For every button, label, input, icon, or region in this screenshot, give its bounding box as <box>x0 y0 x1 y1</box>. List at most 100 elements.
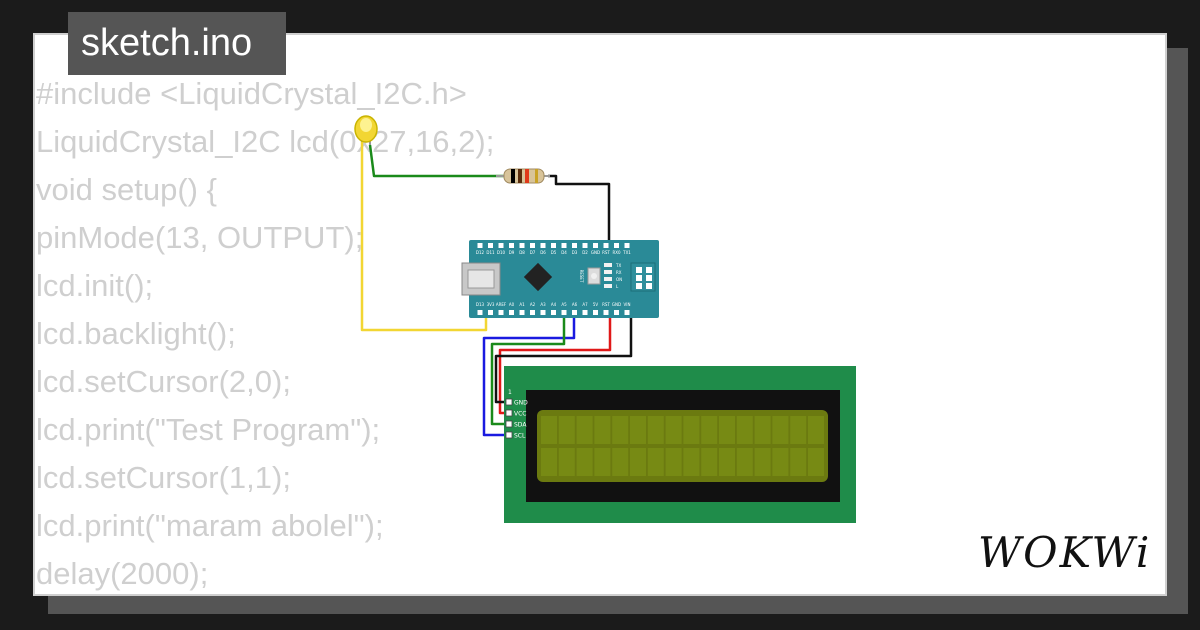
status-led-icon <box>604 284 612 288</box>
pin-label: RST <box>602 250 610 255</box>
pin-hole[interactable] <box>519 310 525 315</box>
pin-label: D7 <box>530 250 536 255</box>
code-line: lcd.setCursor(1,1); <box>36 460 291 495</box>
lcd-char-cell <box>576 448 593 476</box>
status-led-label: ON <box>616 277 622 282</box>
lcd-pin-label: SDA <box>514 422 527 429</box>
lcd-pin[interactable] <box>505 420 513 428</box>
pin-hole[interactable] <box>582 310 588 315</box>
pin-hole[interactable] <box>624 310 630 315</box>
code-line: lcd.print("maram abolel"); <box>36 508 384 543</box>
pin-hole[interactable] <box>477 243 483 248</box>
reset-button[interactable] <box>587 267 601 285</box>
pin-hole[interactable] <box>509 310 514 315</box>
lcd-pin[interactable] <box>505 398 513 406</box>
lcd-char-cell <box>701 416 718 444</box>
pin-hole[interactable] <box>593 310 598 315</box>
lcd-char-cell <box>772 448 789 476</box>
pin-hole[interactable] <box>477 310 483 315</box>
sketch-tab[interactable]: sketch.ino <box>68 12 286 75</box>
pin-label: GND <box>591 250 600 255</box>
code-line: #include <LiquidCrystal_I2C.h> <box>36 76 467 111</box>
status-led-icon <box>604 277 612 281</box>
pin-hole[interactable] <box>519 243 525 248</box>
resistor[interactable] <box>496 168 550 184</box>
wire-green-led <box>368 144 510 178</box>
lcd-pin-label: GND <box>514 400 528 407</box>
pin-hole[interactable] <box>572 310 577 315</box>
pin-hole[interactable] <box>551 310 556 315</box>
pin-hole[interactable] <box>509 243 514 248</box>
pin-hole[interactable] <box>540 243 546 248</box>
pin-hole[interactable] <box>540 310 546 315</box>
lcd-char-cell <box>736 416 753 444</box>
lcd-char-cell <box>790 448 807 476</box>
icsp-header <box>630 262 656 292</box>
lcd-char-cell <box>630 416 646 444</box>
lcd-char-cell <box>612 448 629 476</box>
lcd-char-cell <box>683 448 700 476</box>
pin-label: D6 <box>540 250 546 255</box>
lcd-pin1-label: 1 <box>508 389 512 396</box>
lcd-pin-label: VCC <box>514 411 526 418</box>
led[interactable] <box>354 115 378 145</box>
pin-label: A7 <box>582 302 588 307</box>
status-led-label: TX <box>615 263 621 268</box>
wire-red-vcc <box>498 312 612 415</box>
lcd-char-cell <box>719 416 735 444</box>
usb-connector-icon <box>461 262 501 296</box>
pin-label: D10 <box>497 250 506 255</box>
wire-black-resistor <box>548 174 611 248</box>
lcd-char-cell <box>790 416 807 444</box>
status-led-label: L <box>616 284 619 289</box>
pin-label: GND <box>612 302 621 307</box>
code-line: LiquidCrystal_I2C lcd(0x27,16,2); <box>36 124 495 159</box>
pin-label: D12 <box>476 250 485 255</box>
pin-label: D5 <box>551 250 557 255</box>
pin-hole[interactable] <box>530 310 535 315</box>
lcd-char-cell <box>612 416 629 444</box>
lcd-char-cell <box>719 448 735 476</box>
code-line: lcd.print("Test Program"); <box>36 412 381 447</box>
reset-label: RESET <box>579 270 584 283</box>
lcd-pin[interactable] <box>505 409 513 417</box>
pin-hole[interactable] <box>488 310 493 315</box>
pin-hole[interactable] <box>561 310 567 315</box>
pin-hole[interactable] <box>593 243 598 248</box>
pin-hole[interactable] <box>572 243 577 248</box>
pin-hole[interactable] <box>488 243 493 248</box>
lcd-char-cell <box>594 416 611 444</box>
code-line: void setup() { <box>36 172 217 207</box>
pin-label: D13 <box>476 302 485 307</box>
lcd-char-cell <box>683 416 700 444</box>
pin-hole[interactable] <box>624 243 630 248</box>
pin-hole[interactable] <box>603 310 609 315</box>
pin-hole[interactable] <box>530 243 535 248</box>
pin-hole[interactable] <box>498 310 504 315</box>
lcd-char-cell <box>594 448 611 476</box>
code-preview: #include <LiquidCrystal_I2C.h> LiquidCry… <box>36 70 494 598</box>
lcd-char-cell <box>772 416 789 444</box>
pin-hole[interactable] <box>551 243 556 248</box>
status-led-label: RX <box>616 270 622 275</box>
lcd-char-cell <box>754 416 771 444</box>
pin-label: A0 <box>509 302 515 307</box>
pin-hole[interactable] <box>603 243 609 248</box>
lcd-pin[interactable] <box>505 431 513 439</box>
pin-hole[interactable] <box>498 243 504 248</box>
pin-hole[interactable] <box>614 310 619 315</box>
lcd-char-cell <box>665 448 682 476</box>
pin-label: D9 <box>509 250 515 255</box>
pin-hole[interactable] <box>561 243 567 248</box>
pin-hole[interactable] <box>614 243 619 248</box>
lcd-char-cell <box>576 416 593 444</box>
lcd-char-cell <box>647 416 664 444</box>
lcd-char-cell <box>541 416 557 444</box>
pin-label: A4 <box>551 302 557 307</box>
wire-green-sda <box>490 312 566 426</box>
pin-label: D8 <box>519 250 525 255</box>
pin-hole[interactable] <box>582 243 588 248</box>
pin-label: D3 <box>572 250 578 255</box>
